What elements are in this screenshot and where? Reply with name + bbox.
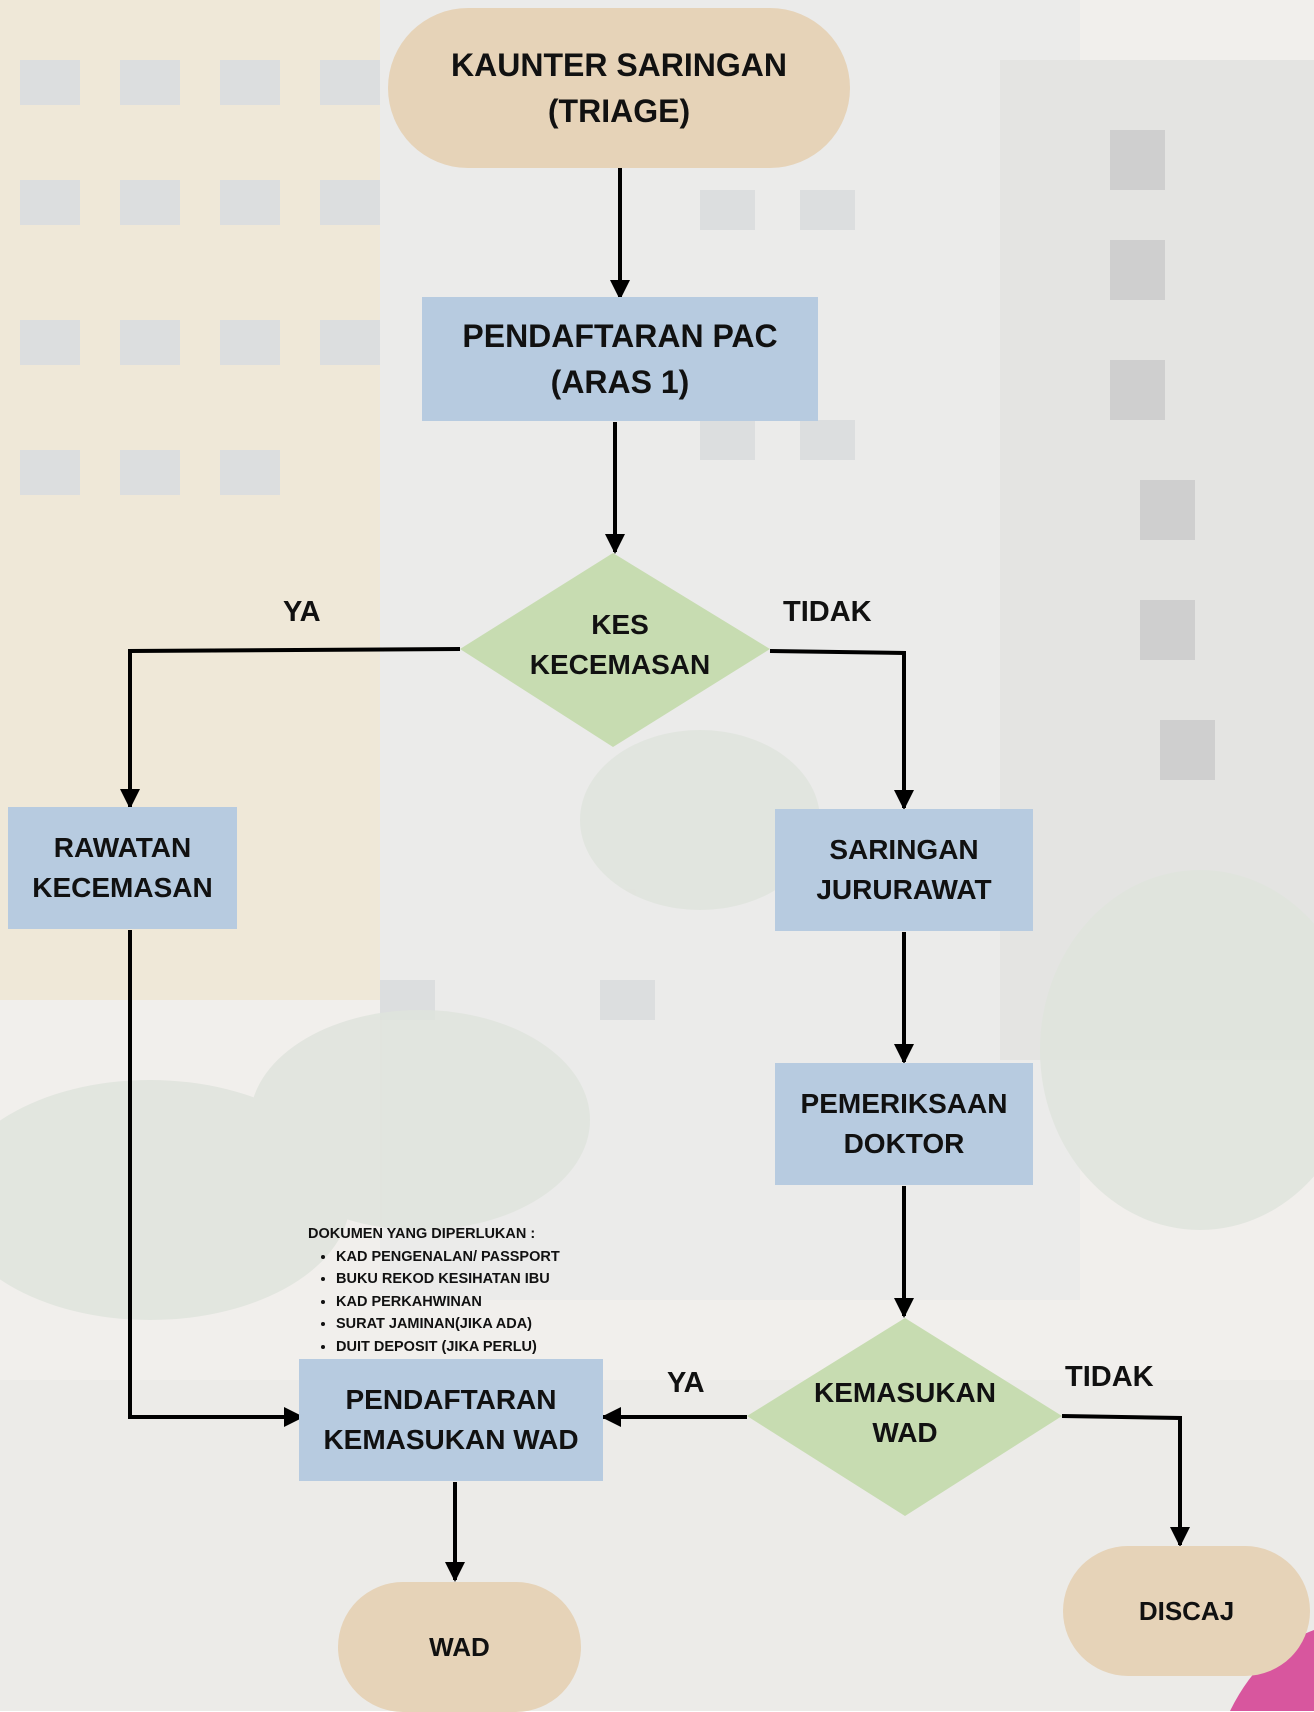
wad-terminal: WAD <box>338 1582 581 1712</box>
saringan-jururawat-box: SARINGAN JURURAWAT <box>775 809 1033 931</box>
documents-list: KAD PENGENALAN/ PASSPORT BUKU REKOD KESI… <box>308 1246 608 1359</box>
kes-ya-label: YA <box>283 596 321 628</box>
decision-kes-kecemasan <box>460 553 770 747</box>
arrow-kemasukan-tidak <box>1061 1414 1190 1547</box>
wad-tidak-label: TIDAK <box>1065 1361 1154 1393</box>
discaj-terminal: DISCAJ <box>1063 1546 1310 1676</box>
decision-kemasukan-wad <box>747 1318 1062 1516</box>
pemeriksaan-doktor-box: PEMERIKSAAN DOKTOR <box>775 1063 1033 1185</box>
kemasukan-wad-label: KEMASUKAN WAD <box>814 1377 996 1448</box>
triage-terminal: KAUNTER SARINGAN (TRIAGE) <box>388 8 850 168</box>
pendaftaran-pac-box: PENDAFTARAN PAC (ARAS 1) <box>422 297 818 421</box>
arrow-rawatan-to-pendaftaran <box>128 930 304 1427</box>
wad-ya-label: YA <box>667 1367 705 1399</box>
kes-tidak-label: TIDAK <box>783 596 872 628</box>
document-item: SURAT JAMINAN(JIKA ADA) <box>336 1313 608 1336</box>
kes-kecemasan-label: KES KECEMASAN <box>529 609 711 680</box>
document-item: DUIT DEPOSIT (JIKA PERLU) <box>336 1336 608 1359</box>
pendaftaran-kemasukan-wad-box: PENDAFTARAN KEMASUKAN WAD <box>299 1359 603 1481</box>
document-item: KAD PERKAHWINAN <box>336 1291 608 1314</box>
document-item: BUKU REKOD KESIHATAN IBU <box>336 1268 608 1291</box>
documents-title: DOKUMEN YANG DIPERLUKAN : <box>308 1226 536 1242</box>
arrow-kes-ya <box>120 647 461 809</box>
rawatan-kecemasan-box: RAWATAN KECEMASAN <box>8 807 237 929</box>
document-item: KAD PENGENALAN/ PASSPORT <box>336 1246 608 1269</box>
documents-required: DOKUMEN YANG DIPERLUKAN : KAD PENGENALAN… <box>308 1223 608 1358</box>
arrow-kes-tidak <box>769 649 914 810</box>
